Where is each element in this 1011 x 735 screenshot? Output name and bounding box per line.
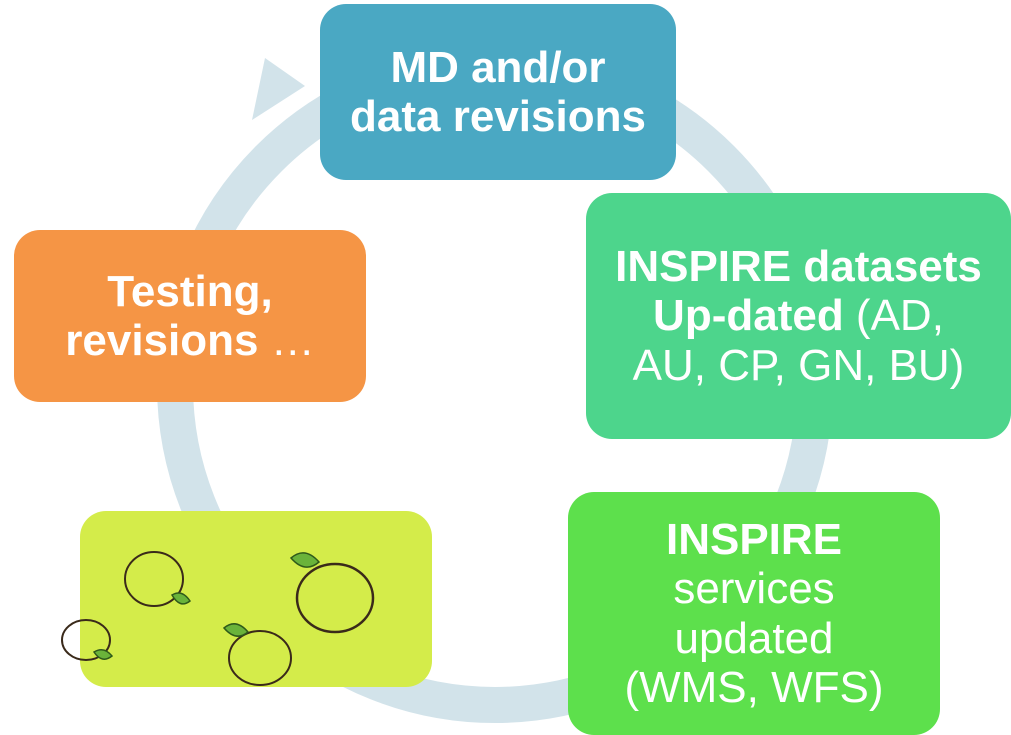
datasets-line1: INSPIRE datasets [615, 242, 982, 292]
services-line4: (WMS, WFS) [624, 662, 884, 712]
datasets-line3: AU, CP, GN, BU) [632, 340, 965, 390]
services-line3: updated [674, 613, 834, 663]
datasets-codes-start: (AD, [843, 291, 944, 341]
datasets-updated-label: Up-dated [653, 291, 844, 341]
testing-line1: Testing, [107, 266, 273, 316]
cycle-arrow-head-icon [252, 58, 305, 120]
services-line1: INSPIRE [665, 514, 843, 564]
testing-revisions-label: revisions [65, 316, 259, 365]
pineapple-fruit-icon [61, 619, 114, 661]
md-revisions-box: MD and/or data revisions [320, 4, 676, 180]
pineapple-fruit-icon [222, 623, 292, 686]
services-line2: services [673, 564, 835, 614]
md-revisions-line1: MD and/or [390, 42, 606, 92]
datasets-line2: Up-dated (AD, [653, 291, 944, 340]
md-revisions-line2: data revisions [350, 92, 646, 141]
pineapple-fruit-icon [289, 552, 375, 634]
services-updated-box: INSPIRE services updated (WMS, WFS) [568, 492, 940, 735]
testing-revisions-box: Testing, revisions … [14, 230, 366, 402]
datasets-updated-box: INSPIRE datasets Up-dated (AD, AU, CP, G… [586, 193, 1011, 439]
testing-line2: revisions … [65, 316, 314, 365]
pineapple-fruit-icon [124, 551, 192, 607]
testing-ellipsis: … [258, 316, 315, 365]
